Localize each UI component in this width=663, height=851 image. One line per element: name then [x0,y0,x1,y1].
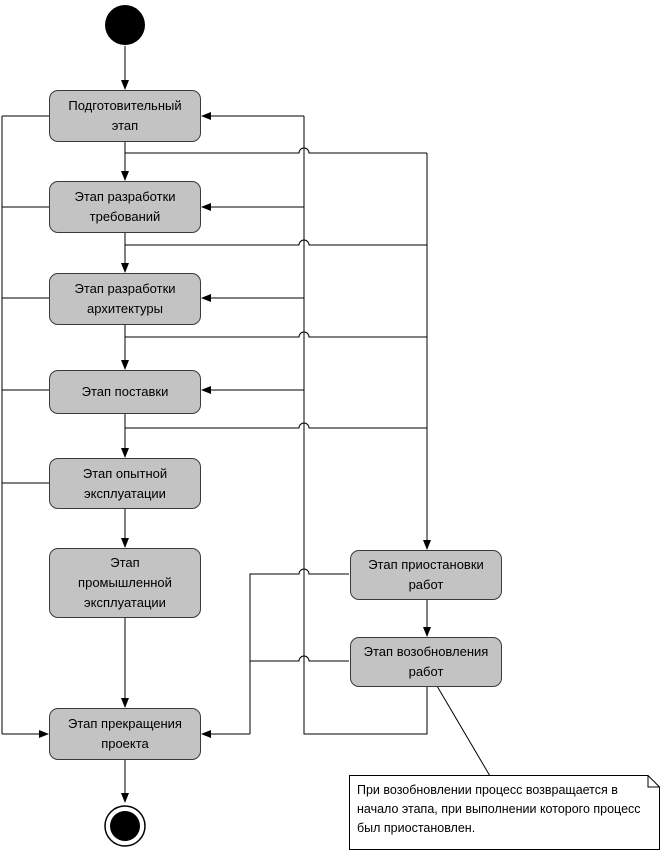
comment-note: При возобновлении процесс возвращается в… [349,775,660,850]
node-architecture-stage[interactable]: Этап разработки архитектуры [49,273,201,325]
note-text: При возобновлении процесс возвращается в… [357,783,641,835]
node-resume-stage[interactable]: Этап возобновления работ [350,637,502,687]
node-suspension-stage[interactable]: Этап приостановки работ [350,550,502,600]
node-industrial-operation-stage[interactable]: Этап промышленной эксплуатации [49,548,201,618]
to-termination-edges [201,568,349,738]
node-delivery-stage[interactable]: Этап поставки [49,370,201,414]
end-node-inner [110,811,140,841]
node-pilot-operation-stage[interactable]: Этап опытной эксплуатации [49,458,201,509]
note-anchor-line [436,685,491,777]
node-requirements-stage[interactable]: Этап разработки требований [49,181,201,233]
start-node [105,5,145,45]
node-preparatory-stage[interactable]: Подготовительный этап [49,90,201,142]
note-shape [349,775,660,850]
resume-bus [201,112,428,735]
termination-bus [1,115,49,738]
node-termination-stage[interactable]: Этап прекращения проекта [49,708,201,760]
